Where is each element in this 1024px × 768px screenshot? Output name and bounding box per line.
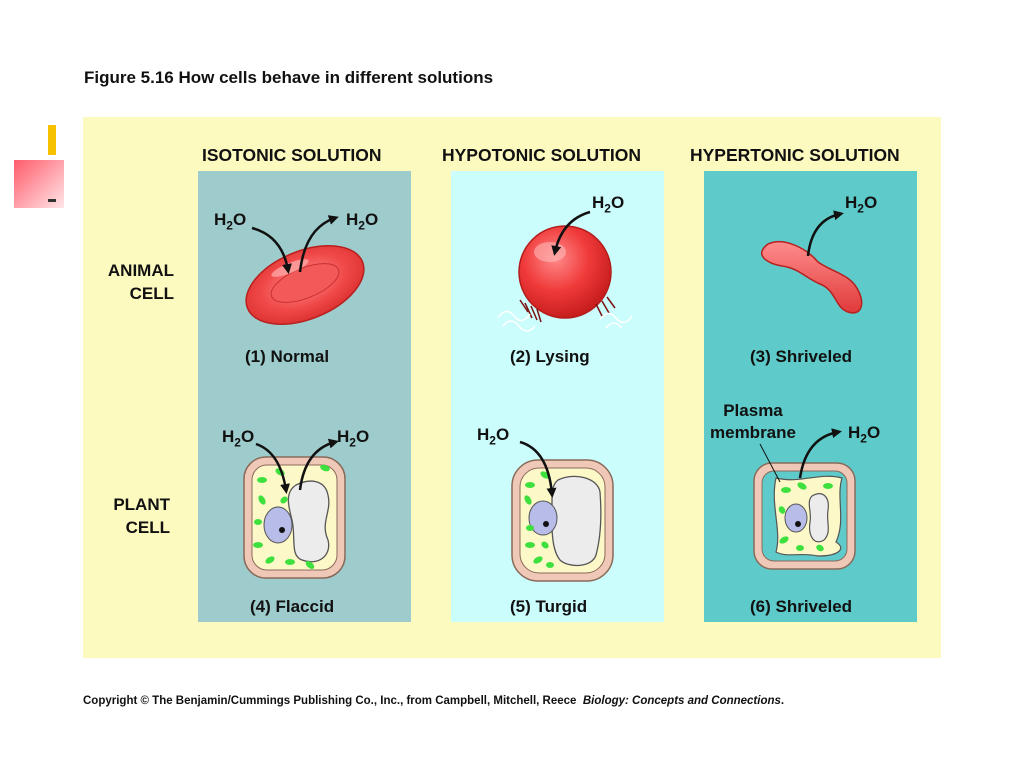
water-base: H — [848, 423, 861, 442]
water-label: H2O — [848, 423, 880, 445]
water-tail: O — [495, 425, 510, 444]
caption-turgid: (5) Turgid — [510, 597, 588, 616]
plasma-membrane-label: Plasma membrane — [710, 400, 796, 444]
water-out-arrow-3 — [806, 210, 844, 257]
plant-label-line2: CELL — [125, 518, 170, 537]
decorative-dash — [48, 199, 56, 202]
water-base: H — [222, 427, 235, 446]
water-tail: O — [610, 193, 625, 212]
caption-normal: (1) Normal — [245, 347, 330, 366]
lysing-red-blood-cell — [497, 225, 633, 332]
water-tail: O — [866, 423, 881, 442]
water-base: H — [592, 193, 605, 212]
water-label: H2O — [346, 210, 378, 232]
copyright-notice: Copyright © The Benjamin/Cummings Publis… — [83, 695, 784, 707]
isotonic-heading: ISOTONIC SOLUTION — [202, 145, 382, 165]
water-base: H — [845, 193, 858, 212]
caption-flaccid: (4) Flaccid — [250, 597, 335, 616]
water-base: H — [477, 425, 490, 444]
plasma-membrane-line1: Plasma — [723, 401, 783, 420]
animal-label-line2: CELL — [129, 284, 174, 303]
water-sub: 2 — [226, 218, 233, 233]
figure-title: Figure 5.16 How cells behave in differen… — [84, 68, 494, 87]
plasma-membrane-line2: membrane — [710, 423, 796, 442]
water-out-arrow-6 — [798, 428, 842, 479]
water-label: H2O — [477, 425, 509, 447]
copyright-end: . — [780, 695, 785, 707]
water-in-arrow-4 — [255, 442, 291, 494]
water-base: H — [337, 427, 350, 446]
water-tail: O — [364, 210, 379, 229]
copyright-text: Copyright © The Benjamin/Cummings Publis… — [83, 695, 577, 707]
water-label: H2O — [337, 427, 369, 449]
caption-lysing: (2) Lysing — [510, 347, 590, 366]
plant-cell-label: PLANT CELL — [90, 493, 170, 539]
water-tail: O — [240, 427, 255, 446]
turgid-plant-cell — [511, 459, 614, 582]
water-sub: 2 — [234, 435, 241, 450]
normal-red-blood-cell — [245, 245, 365, 325]
flaccid-plant-cell — [243, 456, 346, 579]
water-sub: 2 — [349, 435, 356, 450]
plant-label-line1: PLANT — [113, 495, 170, 514]
copyright-book-title: Biology: Concepts and Connections — [582, 695, 781, 707]
hypotonic-heading: HYPOTONIC SOLUTION — [442, 145, 641, 165]
caption-shriveled-plant: (6) Shriveled — [750, 597, 853, 616]
caption-shriveled-animal: (3) Shriveled — [750, 347, 853, 366]
water-in-arrow-5 — [519, 440, 557, 498]
water-tail: O — [355, 427, 370, 446]
water-tail: O — [863, 193, 878, 212]
water-sub: 2 — [604, 201, 611, 216]
water-base: H — [214, 210, 227, 229]
water-label: H2O — [845, 193, 877, 215]
water-label: H2O — [214, 210, 246, 232]
water-base: H — [346, 210, 359, 229]
water-label: H2O — [592, 193, 624, 215]
water-tail: O — [232, 210, 247, 229]
shriveled-plant-cell — [753, 462, 856, 570]
water-label: H2O — [222, 427, 254, 449]
water-in-arrow-1 — [251, 226, 292, 274]
shriveled-red-blood-cell — [761, 241, 863, 314]
water-sub: 2 — [860, 431, 867, 446]
decorative-yellow-bar — [48, 125, 56, 155]
water-sub: 2 — [489, 433, 496, 448]
hypertonic-heading: HYPERTONIC SOLUTION — [690, 145, 900, 165]
animal-label-line1: ANIMAL — [107, 261, 174, 280]
water-in-arrow-2 — [551, 210, 591, 256]
water-sub: 2 — [358, 218, 365, 233]
plasma-membrane-pointer — [759, 443, 781, 483]
animal-cell-label: ANIMAL CELL — [90, 259, 174, 305]
water-out-arrow-4 — [298, 438, 339, 491]
water-out-arrow-1 — [298, 215, 339, 273]
water-sub: 2 — [857, 201, 864, 216]
